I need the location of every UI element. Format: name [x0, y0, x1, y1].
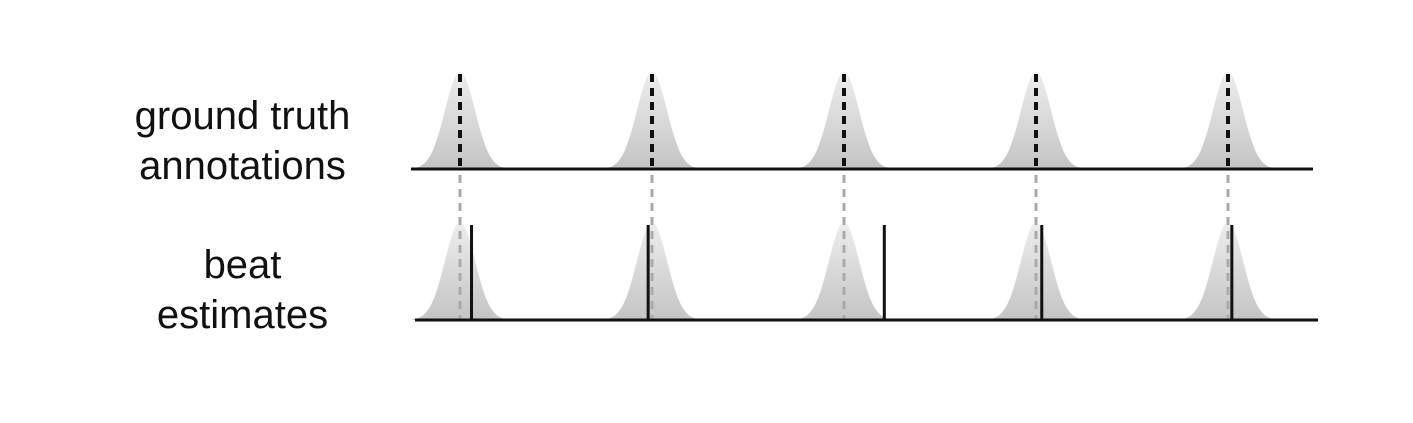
est-window-3 [796, 222, 892, 320]
beat-estimates-label-line1: beat [203, 243, 282, 287]
est-window-2 [604, 222, 700, 320]
ground-truth-annotations-label: ground truth annotations [100, 91, 385, 191]
beat-estimates-label-line2: estimates [156, 293, 329, 337]
beat-estimates-label: beat estimates [100, 240, 385, 340]
est-window-5 [1180, 222, 1276, 320]
est-window-4 [988, 222, 1084, 320]
beat-estimate-markers [470, 225, 1234, 320]
ground-truth-label-line1: ground truth [134, 94, 351, 138]
ground-truth-markers [458, 74, 1230, 169]
timelines [411, 167, 1318, 322]
annotation-projections [458, 175, 1230, 320]
est-window-1 [412, 222, 508, 320]
ground-truth-label-line2: annotations [139, 144, 346, 188]
